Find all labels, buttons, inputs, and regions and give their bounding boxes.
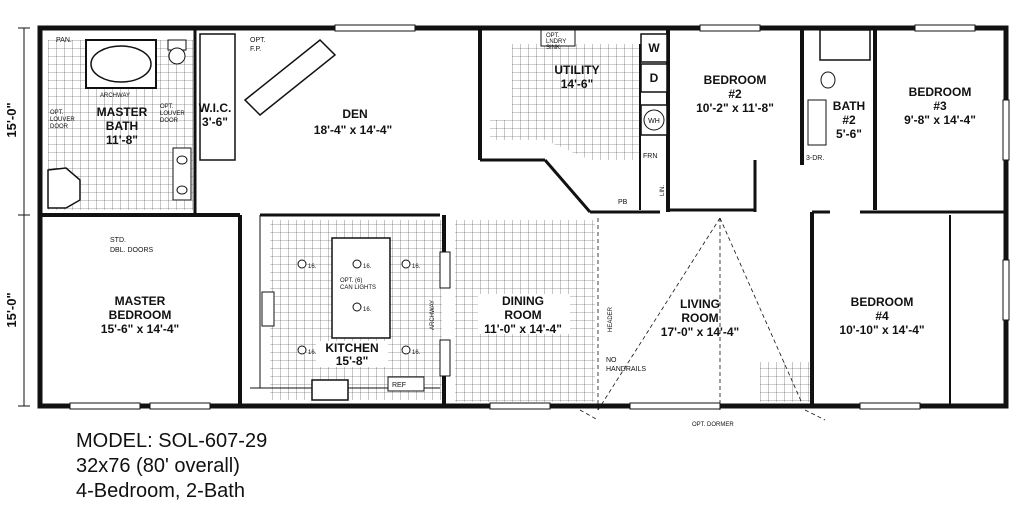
utility-dims: 14'-6": [561, 77, 594, 91]
dryer-label: D: [650, 71, 659, 85]
header-note: HEADER: [608, 306, 614, 332]
lndry-sink-2: LNDRY: [546, 39, 566, 45]
model-config: 4-Bedroom, 2-Bath: [76, 480, 245, 502]
can-light-label-2: 16.: [363, 264, 372, 270]
frn-label: FRN: [643, 153, 657, 160]
tub-bath2: [819, 29, 871, 61]
can-lights-note-1: OPT. (6): [340, 278, 362, 284]
can-light-label-6: 16.: [412, 350, 421, 356]
can-light: [352, 302, 362, 312]
louver-left-3: DOOR: [50, 124, 69, 130]
tiled-floors: [48, 40, 810, 402]
can-light: [352, 259, 362, 269]
kitchen-island: [331, 237, 391, 339]
dining-dims: 11'-0" x 14'-4": [484, 322, 562, 336]
living-label-1: LIVING: [680, 297, 720, 311]
bedroom4-dims: 10'-10" x 14'-4": [839, 323, 924, 337]
can-light-label-5: 16.: [308, 350, 317, 356]
side-dimension-lines: [18, 27, 30, 407]
louver-right-3: DOOR: [160, 118, 179, 124]
master-bedroom-dims: 15'-6" x 14'-4": [101, 322, 179, 336]
bath2-label: BATH: [833, 99, 865, 113]
can-light-label-3: 16.: [412, 264, 421, 270]
dining-label-2: ROOM: [504, 308, 541, 322]
dining-label-backdrop: [478, 294, 570, 334]
washer-label: W: [648, 41, 660, 55]
bath2-dims: 5'-6": [836, 127, 862, 141]
opt-dormer-note: OPT. DORMER: [692, 422, 734, 428]
can-light-label-1: 16.: [308, 264, 317, 270]
model-number: MODEL: SOL-607-29: [76, 430, 268, 452]
bedroom3-label: BEDROOM: [909, 85, 972, 99]
bedroom4-number: #4: [875, 309, 889, 323]
kitchen-archway-note: ARCHWAY: [430, 300, 436, 330]
windows: [69, 24, 1010, 410]
std-doors-2: DBL. DOORS: [110, 247, 154, 254]
fireplace: [243, 38, 337, 117]
bath2-number: #2: [842, 113, 856, 127]
kitchen-label-backdrop: [316, 341, 388, 367]
bedroom3-dims: 9'-8" x 14'-4": [904, 113, 976, 127]
can-light-label-4: 16.: [363, 307, 372, 313]
water-heater-label: WH: [648, 118, 660, 125]
no-handrails-1: NO: [606, 357, 617, 364]
can-lights-note-2: CAN LIGHTS: [340, 285, 376, 291]
kitchen-sink: [311, 379, 349, 401]
ref-label: REF: [392, 382, 406, 389]
master-bath-label-2: BATH: [106, 119, 138, 133]
refrigerator: [387, 376, 425, 392]
louver-right-1: OPT.: [160, 104, 174, 110]
opt-fp-note-1: OPT.: [250, 37, 266, 44]
utility-label: UTILITY: [554, 63, 599, 77]
kitchen-label: KITCHEN: [325, 341, 378, 355]
bedroom2-dims: 10'-2" x 11'-8": [696, 101, 774, 115]
washer-box: [640, 33, 668, 63]
louver-left-1: OPT.: [50, 110, 64, 116]
bath-archway-note: ARCHWAY: [100, 93, 130, 99]
lndry-sink-1: OPT.: [546, 33, 560, 39]
floor-plan: 15'-0" 15'-0" DEN 18'-4" x 14'-4" UTILIT…: [4, 24, 1010, 428]
master-bedroom-label-1: MASTER: [115, 294, 166, 308]
living-label-2: ROOM: [681, 311, 718, 325]
three-dr-label: 3-DR.: [806, 155, 824, 162]
lin-label: LIN.: [660, 185, 666, 196]
bedroom2-label: BEDROOM: [704, 73, 767, 87]
bedroom4-label: BEDROOM: [851, 295, 914, 309]
opt-fp-note-2: F.P.: [250, 46, 261, 53]
living-dims: 17'-0" x 14'-4": [661, 325, 739, 339]
den-label: DEN: [342, 107, 367, 121]
den-dims: 18'-4" x 14'-4": [314, 123, 392, 137]
master-bedroom-label-2: BEDROOM: [109, 308, 172, 322]
wic-dims: 3'-6": [202, 115, 228, 129]
dryer-box: [640, 63, 668, 93]
kitchen-dims: 15'-8": [336, 354, 369, 368]
pan-note: PAN.: [56, 37, 72, 44]
louver-right-2: LOUVER: [160, 111, 185, 117]
dormer-lines: [579, 217, 826, 421]
wic-label: W.I.C.: [199, 101, 232, 115]
bedroom2-number: #2: [728, 87, 742, 101]
laundry-sink: [540, 29, 576, 47]
can-light: [401, 345, 411, 355]
lndry-sink-3: SINK: [546, 45, 560, 51]
top-half-dimension: 15'-0": [4, 102, 19, 137]
dining-label-1: DINING: [502, 294, 544, 308]
model-size: 32x76 (80' overall): [76, 455, 240, 477]
master-bath-label-1: MASTER: [97, 105, 148, 119]
fixtures: [47, 29, 871, 401]
range: [261, 291, 275, 327]
wic-closet: [199, 33, 236, 161]
can-lights: [297, 259, 411, 355]
master-bath-dims: 11'-8": [106, 133, 138, 147]
std-doors-1: STD.: [110, 237, 126, 244]
bottom-half-dimension: 15'-0": [4, 292, 19, 327]
shower: [47, 167, 81, 209]
can-light: [401, 259, 411, 269]
can-light: [297, 345, 307, 355]
no-handrails-2: HANDRAILS: [606, 366, 646, 373]
louver-left-2: LOUVER: [50, 117, 75, 123]
pb-label: PB: [618, 199, 628, 206]
bedroom3-number: #3: [933, 99, 947, 113]
can-light: [297, 259, 307, 269]
